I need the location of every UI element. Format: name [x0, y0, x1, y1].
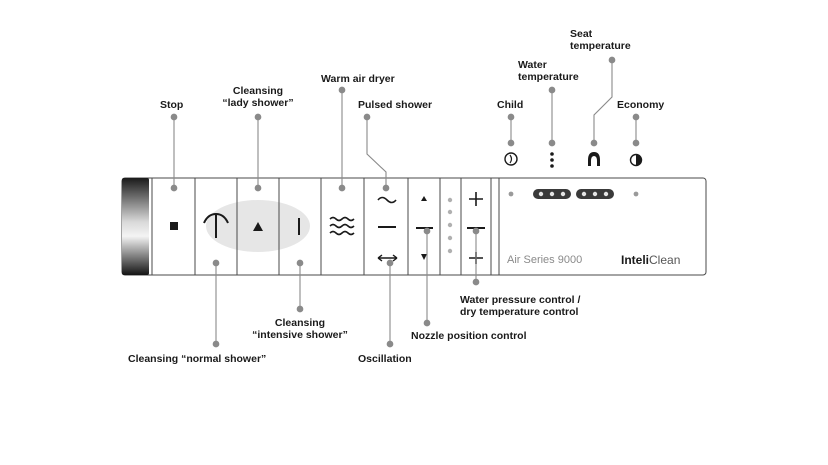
- label-warm-air-dryer: Warm air dryer: [321, 73, 395, 85]
- label-water-temp-line2: temperature: [518, 71, 579, 83]
- label-seat-temperature: Seat temperature: [570, 28, 631, 52]
- economy-led: [633, 191, 639, 197]
- seat-icon: [588, 152, 600, 166]
- leader-seat-temp: [590, 56, 616, 147]
- level-dot: [447, 209, 453, 215]
- leader-pulsed: [363, 113, 390, 192]
- label-intensive-line2: “intensive shower”: [252, 329, 348, 341]
- normal-shower-button[interactable]: [203, 212, 229, 238]
- label-seat-temp-line2: temperature: [570, 40, 631, 52]
- nozzle-position-control[interactable]: [416, 196, 433, 260]
- label-lady-line1: Cleansing: [232, 85, 284, 97]
- nozzle-down-icon: [421, 254, 427, 260]
- label-water-temp-line1: Water: [518, 59, 547, 71]
- label-water-temperature: Water temperature: [518, 59, 579, 83]
- leader-water-temp: [548, 86, 556, 147]
- label-economy: Economy: [617, 99, 665, 111]
- nozzle-bar-icon: [416, 227, 433, 229]
- child-face-icon: [504, 152, 518, 166]
- nozzle-up-icon: [421, 196, 427, 201]
- label-oscillation: Oscillation: [358, 353, 412, 365]
- label-stop: Stop: [160, 99, 184, 111]
- label-nozzle-position: Nozzle position control: [411, 330, 527, 342]
- stop-square-icon: [170, 222, 178, 230]
- remote-panel: [121, 177, 707, 276]
- brand-light: Clean: [649, 253, 681, 267]
- leader-lady: [254, 113, 262, 192]
- leader-pressure: [472, 227, 480, 286]
- level-dot: [447, 197, 453, 203]
- status-indicators: [508, 189, 639, 199]
- level-dot: [447, 222, 453, 228]
- vertical-bar-icon: [298, 218, 300, 235]
- water-drops-icon: [550, 152, 554, 168]
- leader-warm-air: [338, 86, 346, 192]
- leader-intensive: [296, 259, 304, 313]
- label-pressure-control: Water pressure control / dry temperature…: [460, 294, 580, 318]
- label-lady-line2: “lady shower”: [222, 97, 294, 109]
- panel-end-cap: [122, 178, 149, 275]
- label-pulsed-shower: Pulsed shower: [358, 99, 433, 111]
- label-normal-shower: Cleansing “normal shower”: [128, 353, 267, 365]
- stop-button[interactable]: [170, 222, 178, 230]
- leader-oscillation: [386, 259, 394, 348]
- leader-stop: [170, 113, 178, 192]
- lady-shower-button[interactable]: [253, 222, 263, 231]
- triangle-up-icon: [253, 222, 263, 231]
- level-dot: [447, 235, 453, 241]
- brand-logo: InteliClean: [621, 253, 680, 267]
- series-name: Air Series 9000: [507, 254, 583, 266]
- label-lady-shower: Cleansing “lady shower”: [208, 85, 308, 109]
- plus-icon: [469, 192, 483, 206]
- label-pressure-line2: dry temperature control: [460, 306, 579, 318]
- label-intensive-line1: Cleansing: [274, 317, 326, 329]
- leader-normal: [212, 259, 220, 348]
- leader-nozzle: [423, 227, 431, 327]
- double-arrow-icon: [377, 254, 398, 262]
- brand-bold: Inteli: [621, 253, 650, 267]
- warm-air-dryer-button[interactable]: [329, 216, 355, 236]
- normal-shower-arc-icon: [203, 212, 229, 238]
- pulsed-shower-button[interactable]: [377, 196, 397, 204]
- leader-child: [507, 113, 515, 147]
- leader-economy: [632, 113, 640, 147]
- massage-minus-icon: [378, 226, 396, 228]
- intensive-shower-button[interactable]: [298, 218, 300, 235]
- nozzle-level-indicator: [447, 197, 453, 254]
- label-intensive-shower: Cleansing “intensive shower”: [240, 317, 360, 341]
- level-dot: [447, 248, 453, 254]
- label-seat-temp-line1: Seat: [570, 28, 593, 40]
- three-waves-icon: [329, 216, 355, 236]
- half-circle-icon: [629, 153, 643, 167]
- oscillation-button[interactable]: [377, 254, 398, 262]
- label-child: Child: [497, 99, 524, 111]
- label-pressure-line1: Water pressure control /: [460, 294, 581, 306]
- child-led: [508, 191, 514, 197]
- tilde-wave-icon: [377, 196, 397, 204]
